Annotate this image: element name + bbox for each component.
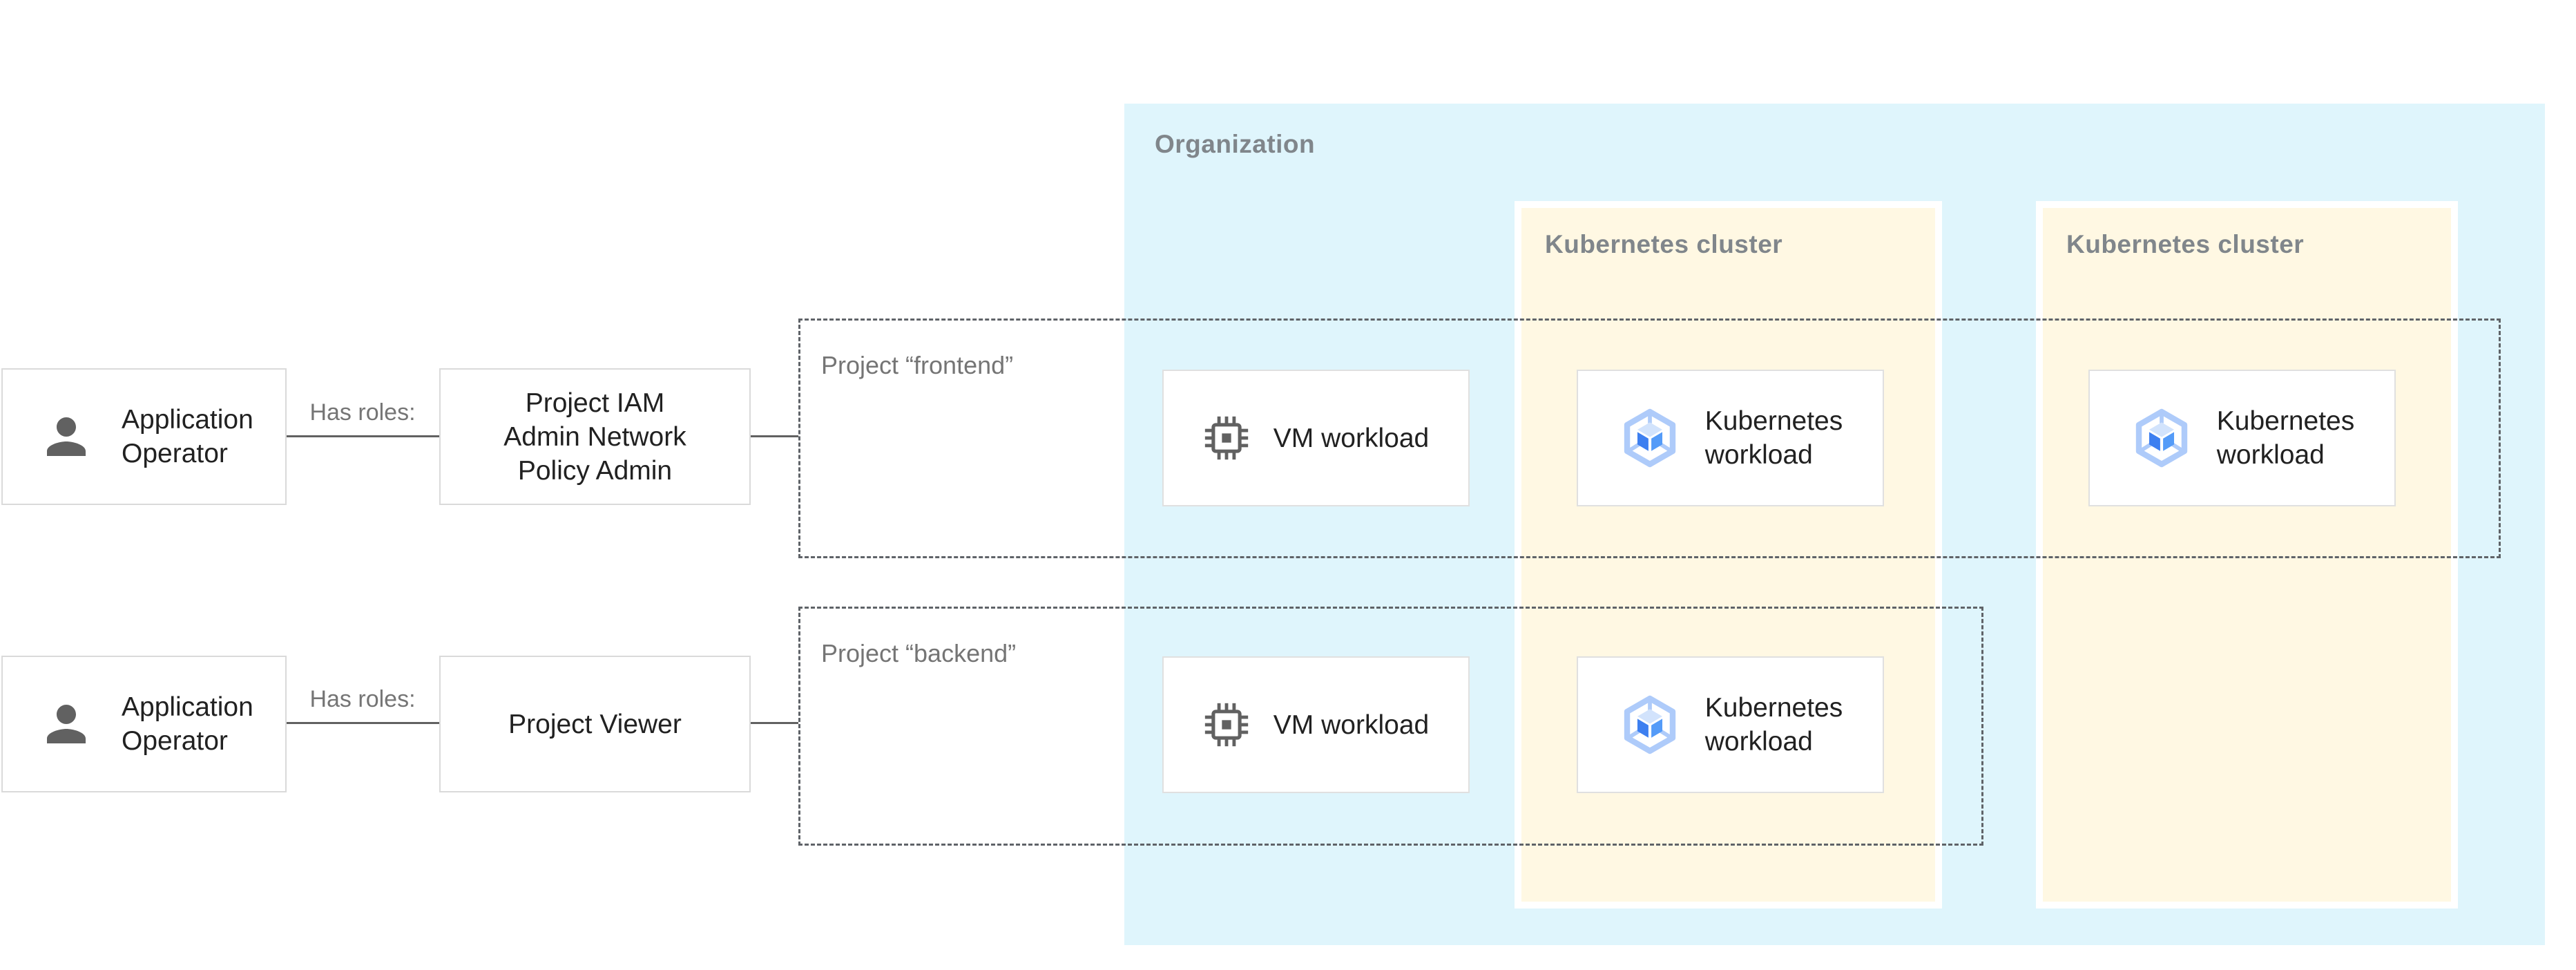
workload-label-line: VM workload xyxy=(1273,423,1430,453)
role-label: Project Viewer xyxy=(508,707,682,741)
workload-label-line: Kubernetes xyxy=(1704,406,1843,436)
person-icon xyxy=(47,417,86,456)
workload-kubernetes-frontend-cluster1: Kubernetes workload xyxy=(1577,370,1884,506)
actor-label-line: Operator xyxy=(122,726,228,756)
workload-kubernetes-frontend-cluster2: Kubernetes workload xyxy=(2088,370,2396,506)
actor-label-line: Operator xyxy=(122,439,228,468)
role-box-project-iam-admin-network-policy-admin: Project IAM Admin Network Policy Admin xyxy=(439,368,751,505)
role-label-line: Admin Network xyxy=(503,421,686,452)
edge-actor2-to-role2 xyxy=(287,722,439,724)
workload-kubernetes-backend-cluster1: Kubernetes workload xyxy=(1577,656,1884,793)
gke-workload-icon xyxy=(1624,408,1675,468)
role-label-line: Policy Admin xyxy=(517,455,673,486)
workload-label-line: workload xyxy=(1704,440,1813,470)
workload-label: VM workload xyxy=(1273,708,1429,742)
project-backend-label: Project “backend” xyxy=(821,639,1017,667)
workload-label: VM workload xyxy=(1273,421,1429,455)
role-label: Project IAM Admin Network Policy Admin xyxy=(503,386,686,488)
workload-label-line: workload xyxy=(1704,727,1813,757)
project-frontend-label: Project “frontend” xyxy=(821,351,1014,379)
edge-role1-to-project-frontend xyxy=(751,435,798,437)
workload-vm-frontend: VM workload xyxy=(1162,370,1470,506)
workload-label-line: Kubernetes xyxy=(2216,406,2355,436)
edge-role2-to-project-backend xyxy=(751,722,798,724)
actor-application-operator-1: Application Operator xyxy=(1,368,287,505)
workload-label-line: workload xyxy=(2216,440,2325,470)
workload-vm-backend: VM workload xyxy=(1162,656,1470,793)
actor-label-line: Application xyxy=(122,405,253,435)
project-backend-boundary: Project “backend” xyxy=(798,607,1983,846)
actor-label: Application Operator xyxy=(122,690,253,758)
workload-label: Kubernetes workload xyxy=(1705,691,1843,759)
role-label-line: Project IAM xyxy=(525,388,665,418)
person-icon xyxy=(47,705,86,743)
role-box-project-viewer: Project Viewer xyxy=(439,656,751,792)
edge-actor1-to-role1 xyxy=(287,435,439,437)
vm-chip-icon xyxy=(1204,416,1248,460)
gke-workload-icon xyxy=(1624,695,1675,754)
actor-application-operator-2: Application Operator xyxy=(1,656,287,792)
vm-chip-icon xyxy=(1204,703,1248,747)
actor-label: Application Operator xyxy=(122,403,253,470)
edge-label-has-roles-2: Has roles: xyxy=(309,686,416,712)
role-label-line: Project Viewer xyxy=(508,709,682,739)
workload-label: Kubernetes workload xyxy=(2217,404,2354,472)
organization-label: Organization xyxy=(1155,130,1316,158)
workload-label-line: VM workload xyxy=(1273,710,1430,740)
workload-label: Kubernetes workload xyxy=(1705,404,1843,472)
kubernetes-cluster-2-label: Kubernetes cluster xyxy=(2066,230,2305,258)
gke-workload-icon xyxy=(2135,408,2187,468)
project-frontend-boundary: Project “frontend” xyxy=(798,318,2501,558)
actor-label-line: Application xyxy=(122,692,253,722)
edge-label-has-roles-1: Has roles: xyxy=(309,399,416,426)
workload-label-line: Kubernetes xyxy=(1704,693,1843,723)
kubernetes-cluster-1-label: Kubernetes cluster xyxy=(1545,230,1783,258)
